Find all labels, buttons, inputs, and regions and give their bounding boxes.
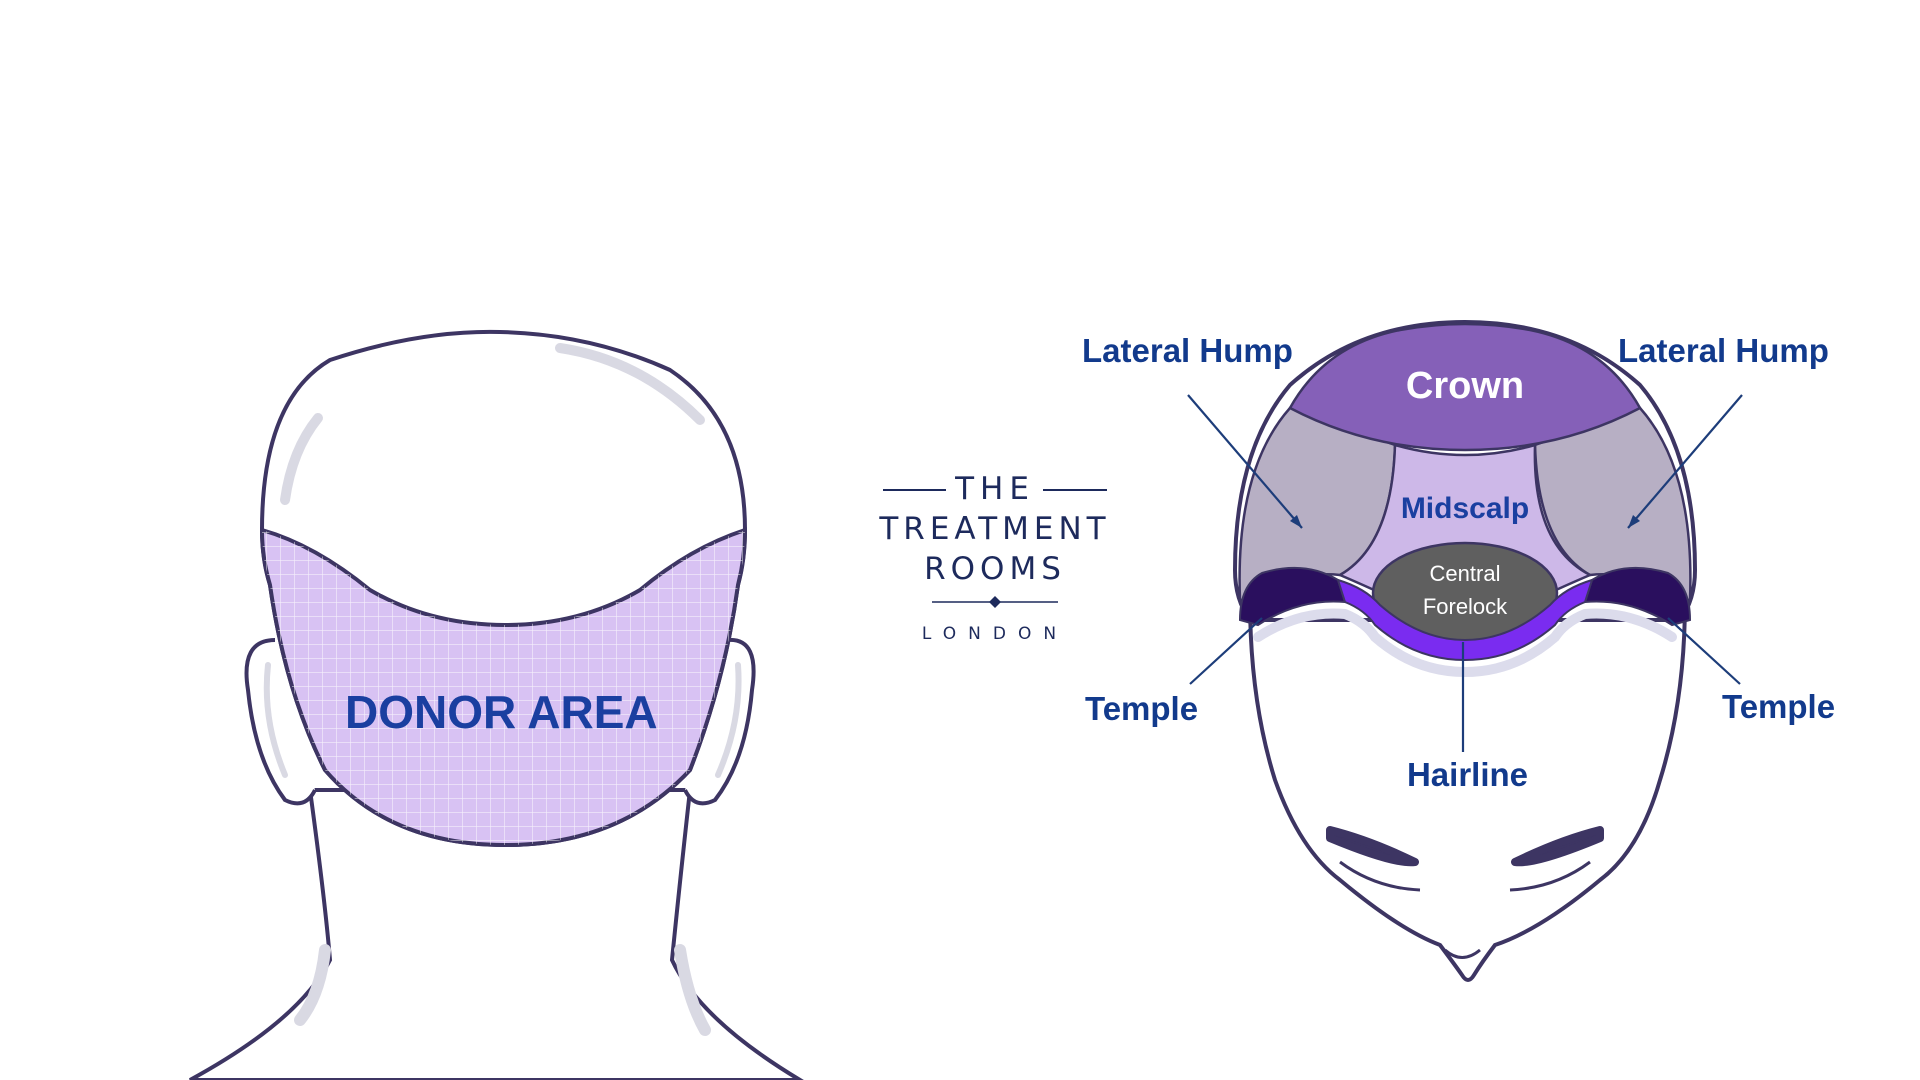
treatment-rooms-logo: [883, 489, 1107, 608]
left-eyebrow: [1326, 826, 1419, 867]
logo-line-london: LONDON: [921, 624, 1069, 644]
donor-area-label: DONOR AREA: [345, 686, 658, 738]
logo-line-rooms: ROOMS: [924, 551, 1066, 587]
temple-left-region: [1238, 566, 1347, 627]
temple-left-label: Temple: [1085, 690, 1199, 727]
callout-line-temple-right: [1667, 617, 1741, 685]
logo-line-treatment: TREATMENT: [879, 511, 1111, 547]
callout-line-temple-left: [1189, 617, 1263, 685]
crown-label: Crown: [1405, 365, 1525, 407]
left-ear: [244, 638, 317, 806]
top-head-figure: [1187, 319, 1743, 982]
callout-line-lateral-right: [1627, 394, 1743, 529]
face-outline: [1247, 598, 1688, 982]
lateral-hump-right-label: Lateral Hump: [1618, 332, 1829, 369]
central-forelock-label-line1: Central: [1429, 561, 1501, 586]
midscalp-label: Midscalp: [1400, 492, 1530, 525]
hairline-region: [1336, 578, 1594, 662]
crown-region: [1288, 322, 1642, 452]
logo-line-the: THE: [955, 471, 1035, 507]
neck-shoulders: [189, 788, 804, 1080]
temple-right-label: Temple: [1722, 688, 1836, 725]
temple-right-region: [1583, 566, 1692, 627]
back-head-figure: [189, 329, 804, 1080]
right-eyebrow: [1511, 826, 1604, 867]
central-forelock-label-line2: Forelock: [1422, 594, 1508, 619]
lateral-hump-left-label: Lateral Hump: [1082, 332, 1293, 369]
hairline-label: Hairline: [1406, 756, 1529, 793]
callout-line-lateral-left: [1187, 394, 1303, 529]
